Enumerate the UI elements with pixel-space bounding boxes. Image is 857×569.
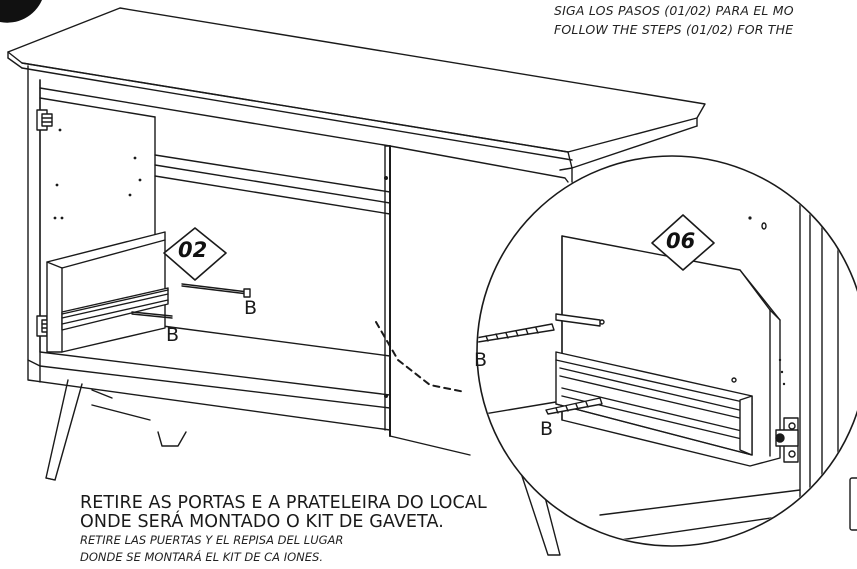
screw-label-b-4: B bbox=[540, 418, 554, 440]
screw-main-1 bbox=[181, 283, 251, 298]
detail-content bbox=[478, 173, 857, 541]
step-badge-circle bbox=[0, 0, 42, 23]
sideboard-top bbox=[7, 7, 706, 169]
leg-front-right bbox=[519, 469, 561, 556]
leg-back-left bbox=[157, 431, 187, 447]
leg-front-left bbox=[45, 379, 83, 481]
screw-label-b-2: B bbox=[166, 324, 180, 346]
panel-holes bbox=[53, 128, 142, 220]
instruction-pt-line1: RETIRE AS PORTAS E A PRATELEIRA DO LOCAL bbox=[80, 493, 487, 513]
hinge-detail bbox=[775, 417, 799, 463]
screw-label-b-3: B bbox=[474, 349, 488, 371]
step-diamond-main bbox=[163, 227, 227, 281]
instruction-es-line1: RETIRE LAS PUERTAS Y EL REPISA DEL LUGAR bbox=[80, 533, 344, 547]
instruction-pt-line2: ONDE SERÁ MONTADO O KIT DE GAVETA. bbox=[80, 512, 444, 532]
step-number-main: 02 bbox=[178, 238, 208, 262]
screw-label-b-1: B bbox=[244, 297, 258, 319]
screw-main-2 bbox=[131, 311, 173, 319]
screw-detail-2 bbox=[545, 397, 603, 415]
cabinet-door bbox=[384, 145, 569, 456]
header-line-es: SIGA LOS PASOS (01/02) PARA EL MO bbox=[554, 3, 794, 18]
header-line-en: FOLLOW THE STEPS (01/02) FOR THE bbox=[554, 22, 794, 37]
step-number-detail: 06 bbox=[666, 229, 696, 253]
edge-box bbox=[849, 477, 857, 531]
screw-detail-1 bbox=[478, 323, 555, 343]
step-diamond-detail bbox=[651, 214, 715, 271]
hinge-top bbox=[36, 109, 53, 131]
instruction-es-line2: DONDE SE MONTARÁ EL KIT DE CA IONES. bbox=[80, 550, 323, 564]
leader-line bbox=[375, 321, 466, 393]
drawer-panel-main bbox=[46, 231, 169, 353]
